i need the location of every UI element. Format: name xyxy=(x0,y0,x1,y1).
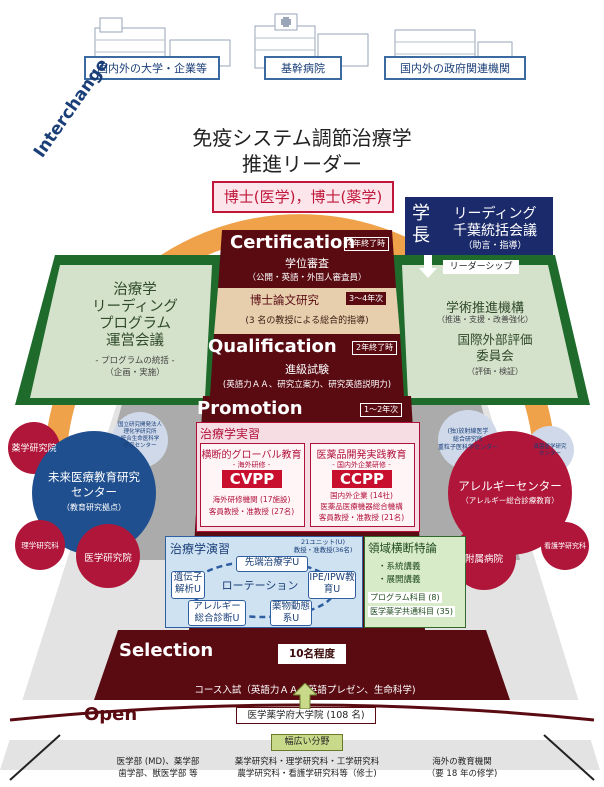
up-arrow-icon xyxy=(293,683,317,709)
cross-title: 領域横断特論 xyxy=(368,541,437,555)
rotation-label: ローテーション xyxy=(221,579,299,592)
ccpp-badge: CCPP xyxy=(332,470,392,488)
gears-right xyxy=(438,410,589,590)
cross-line2: 医学薬学共通科目 (35) xyxy=(368,606,455,617)
leading-council-box xyxy=(405,197,553,255)
leadership-label: リーダーシップ xyxy=(443,260,519,274)
cvpp-title: 横断的グローバル教育 xyxy=(201,450,302,461)
gear-allergy-label: アレルギーセンター xyxy=(458,479,562,493)
tier-certification xyxy=(218,230,396,288)
certification-label: Certification xyxy=(230,232,356,253)
gear-nursing-label: 看護学研究科 xyxy=(544,542,586,550)
exercise-title: 治療学演習 xyxy=(170,542,231,556)
ccpp-line3: 客員教授・准教授 (21名) xyxy=(318,513,405,522)
leading-council-title2: 千葉統括会議 xyxy=(453,223,537,239)
gakucho-label: 学長 xyxy=(412,203,430,246)
gear-shinkin-label: 真菌医学研究 センター xyxy=(533,444,567,457)
gear-center-sub: （教育研究拠点） xyxy=(62,503,126,512)
top-box-hospitals: 基幹病院 xyxy=(264,56,342,80)
gear-center-label: 未来医療教育研究 センター xyxy=(48,470,140,499)
open-school: 医学薬学府大学院 (108 名) xyxy=(236,707,376,724)
left-council-title: 治療学 リーディング プログラム 運営会議 xyxy=(92,282,178,349)
practice-title: 治療学実習 xyxy=(200,427,261,441)
left-council-sub: - プログラムの統括 - （企画・実施） xyxy=(95,356,175,378)
top-box-government: 国内外の政府関連機関 xyxy=(384,56,526,80)
unit-advanced-therapy: 先端治療学U xyxy=(236,556,308,572)
selection-label: Selection xyxy=(119,640,214,661)
main-title-line1: 免疫システム調節治療学 xyxy=(192,126,412,150)
bottom-col1: 医学部 (MD)、薬学部 歯学部、獣医学部 等 xyxy=(116,757,200,779)
cvpp-line2: 客員教授・准教授 (27名) xyxy=(208,507,295,516)
gear-hospital-label: 附属病院 xyxy=(464,554,503,565)
tier-qualification xyxy=(210,334,404,396)
gear-med-label: 医学研究院 xyxy=(84,553,132,564)
gear-allergy-sub: （アレルギー総合診療教育） xyxy=(461,496,559,505)
eval-committee-sub: （評価・検証） xyxy=(467,367,523,376)
qualification-sub: (英語力ＡＡ、研究立案力、研究英語説明力) xyxy=(222,380,392,390)
gear-riken-label: 国立研究開発法人 理化学研究所 統合生命医科学 研究センター xyxy=(117,422,162,449)
ccpp-line1: 国内外企業 (14社) xyxy=(330,491,393,500)
qualification-title: 進級試験 xyxy=(285,363,329,376)
gear-nirs-label: (独)放射線医学 総合研究所 重粒子医科学センター xyxy=(438,428,499,451)
unit-gene-analysis: 遺伝子解析U xyxy=(171,571,205,599)
leading-council-title1: リーディング xyxy=(453,206,537,222)
certification-tag: 4年終了時 xyxy=(344,237,390,251)
gears-left xyxy=(8,412,168,588)
right-org-panel xyxy=(402,265,578,398)
top-box-universities: 国内外の大学・企業等 xyxy=(84,56,220,80)
degree-box: 博士(医学)，博士(薬学) xyxy=(212,181,394,213)
leadership-arrow xyxy=(419,255,437,278)
cross-item1: ・系統講義 xyxy=(378,562,421,572)
cvpp-sub: - 海外研修 - xyxy=(232,461,271,469)
cross-item2: ・展開講義 xyxy=(378,575,421,585)
main-title-line2: 推進リーダー xyxy=(242,152,362,176)
eval-committee-title: 国際外部評価 委員会 xyxy=(457,332,533,363)
qualification-label: Qualification xyxy=(208,336,337,357)
ccpp-title: 医薬品開発実践教育 xyxy=(316,450,407,461)
exercise-note: 21ユニット(U) 教授・准教授(36名) xyxy=(293,538,353,554)
open-field: 幅広い分野 xyxy=(271,734,343,751)
open-label: Open xyxy=(84,704,138,725)
certification-title: 学位審査 xyxy=(285,257,329,270)
thesis-sub: (3 名の教授による総合的指導) xyxy=(245,316,369,326)
bottom-col2: 薬学研究科・理学研究科・工学研究科 農学研究科・看護学研究科等（修士) xyxy=(234,757,380,779)
bottom-col3: 海外の教育機関 （要 18 年の修学) xyxy=(426,757,498,779)
unit-ipe-ipw: IPE/IPW教育U xyxy=(308,571,356,599)
cvpp-line1: 海外研修機関 (17施設) xyxy=(212,495,291,504)
right-org-title: 学術推進機構 xyxy=(445,301,524,316)
cvpp-badge: CVPP xyxy=(222,470,282,488)
ccpp-sub: - 国内外企業研修 - xyxy=(332,461,391,469)
gear-science-label: 理学研究科 xyxy=(21,541,59,550)
certification-sub: （公開・英語・外国人審査員） xyxy=(247,273,367,283)
gear-pharma-label: 薬学研究院 xyxy=(11,444,57,454)
ccpp-line2: 医薬品医療機器総合機構 xyxy=(320,502,403,511)
cross-line1: プログラム科目 (8) xyxy=(368,592,442,603)
thesis-title: 博士論文研究 xyxy=(250,293,319,307)
promotion-tag: 1〜2年次 xyxy=(360,403,403,417)
left-council-panel xyxy=(30,265,212,398)
leading-council-sub: （助言・指導） xyxy=(463,241,527,251)
thesis-tag: 3〜4年次 xyxy=(346,292,387,305)
promotion-label: Promotion xyxy=(197,398,303,419)
qualification-tag: 2年終了時 xyxy=(352,341,398,355)
right-org-sub: （推進・支援・改善強化） xyxy=(437,315,533,324)
unit-pharmacokinetics: 薬物動態系U xyxy=(270,600,312,626)
selection-count: 10名程度 xyxy=(278,644,346,664)
tier-selection xyxy=(94,630,510,700)
unit-allergy-diagnosis: アレルギー総合診断U xyxy=(188,600,246,626)
